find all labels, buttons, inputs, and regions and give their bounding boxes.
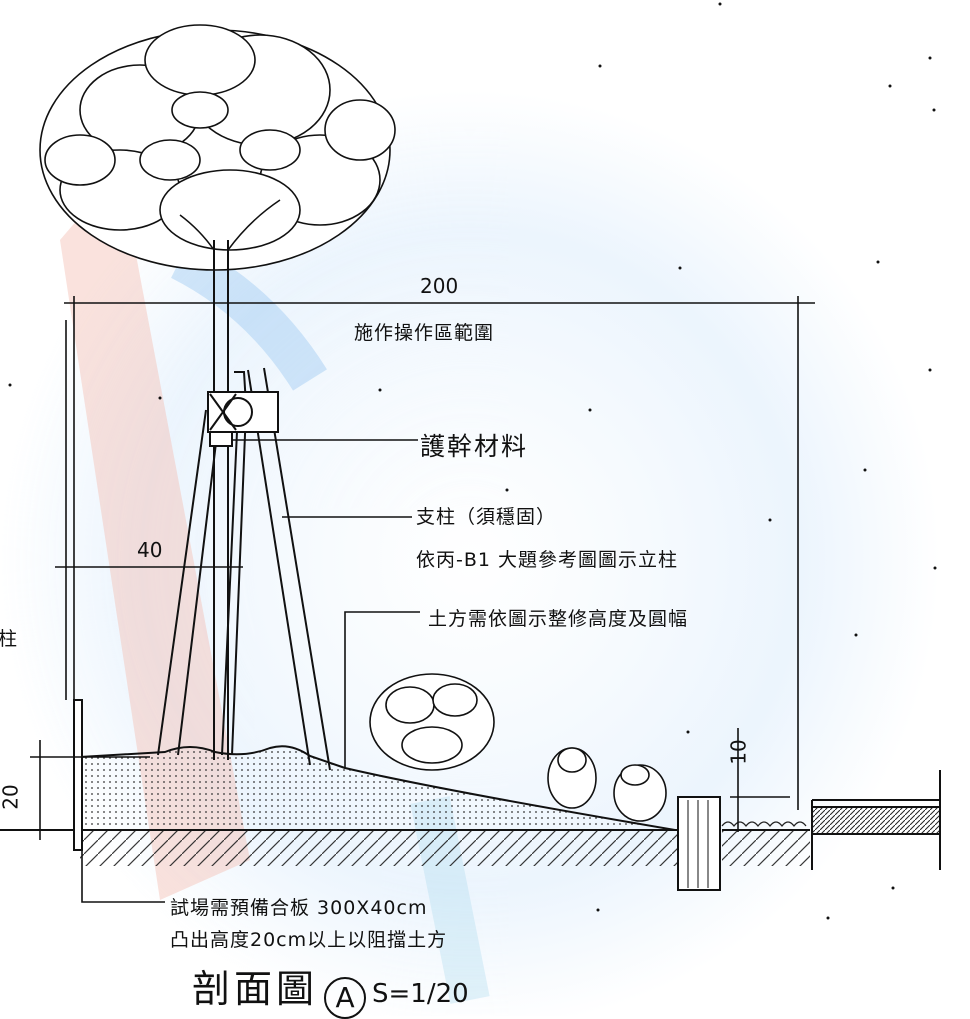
pavement <box>811 806 941 835</box>
dimension-lines <box>30 296 815 903</box>
dim-mound-height: 20 <box>0 784 23 810</box>
section-marker: A <box>324 976 367 1019</box>
plywood-board <box>73 699 83 851</box>
label-trunk-protection: 護幹材料 <box>420 432 529 461</box>
soil-mound <box>79 745 676 831</box>
subsoil-hatch <box>80 830 678 866</box>
label-support-pole: 支柱（須穩固） <box>416 506 557 528</box>
label-board-note-1: 試場需預備合板 300X40cm <box>170 897 428 919</box>
tree <box>39 24 396 771</box>
specks <box>8 2 937 920</box>
trunk-protection-band <box>207 391 279 447</box>
label-earthwork: 土方需依圖示整修高度及圓幅 <box>428 608 689 630</box>
scale-text: S=1/20 <box>372 979 469 1009</box>
tree-canopy <box>39 24 396 271</box>
curb-block <box>677 796 721 891</box>
ground <box>0 699 941 891</box>
tree-trunk <box>213 240 229 760</box>
label-board-note-2: 凸出高度20cm以上以阻擋土方 <box>170 929 448 951</box>
shrubs <box>369 673 667 822</box>
title-text: 剖面圖 <box>192 967 319 1011</box>
label-left-edge: 柱 <box>0 628 19 650</box>
dim-support-offset: 40 <box>137 538 163 562</box>
dim-curb-height: 10 <box>726 739 751 765</box>
support-poles <box>157 367 331 771</box>
label-work-area: 施作操作區範圍 <box>354 322 495 344</box>
label-support-ref: 依丙-B1 大題參考圖圖示立柱 <box>416 549 679 571</box>
dim-width-total: 200 <box>420 274 459 298</box>
